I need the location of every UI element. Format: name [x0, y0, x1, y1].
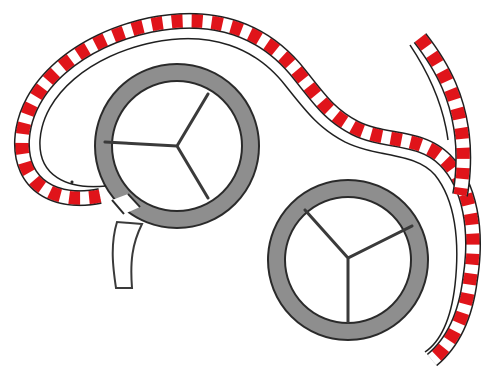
ring-left	[95, 64, 259, 288]
small-dot	[71, 181, 74, 184]
stem-left	[113, 222, 142, 288]
dashed-band-right	[410, 38, 463, 195]
ring-right	[268, 180, 428, 340]
